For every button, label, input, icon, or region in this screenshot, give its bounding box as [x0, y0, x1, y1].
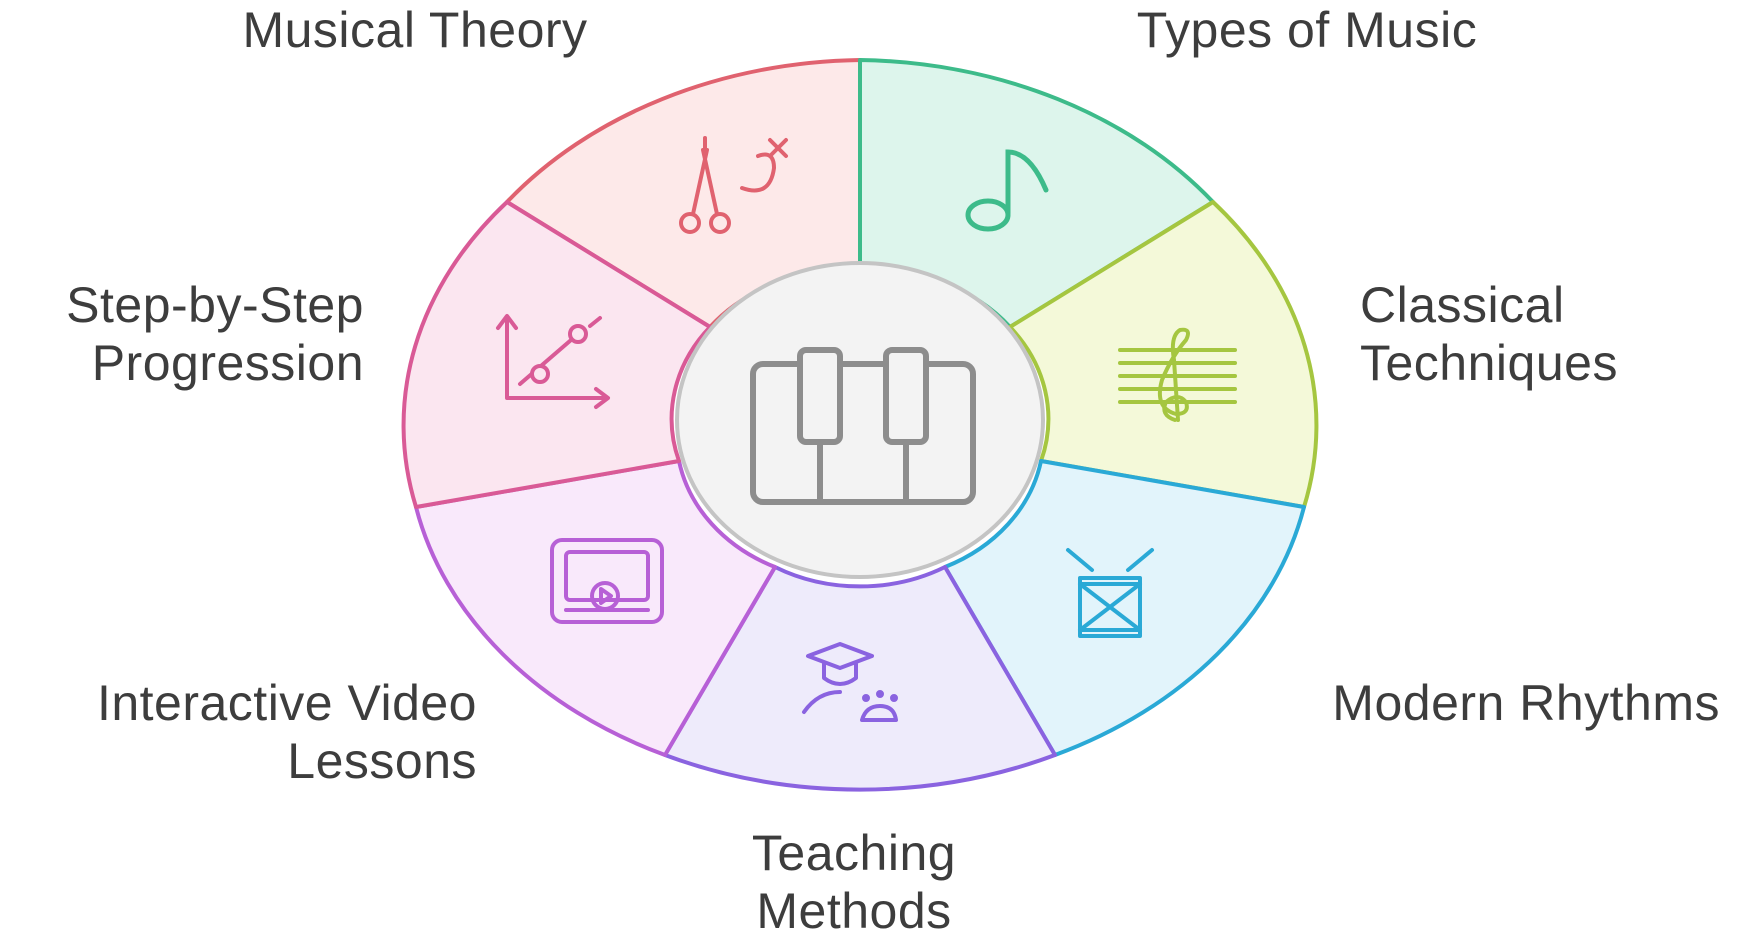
piano-keys-icon — [750, 347, 976, 505]
drum-icon — [1066, 548, 1154, 638]
label-line: Modern Rhythms — [1332, 675, 1720, 731]
label-line: Step-by-Step — [66, 277, 364, 333]
label-line: Interactive Video — [97, 675, 477, 731]
teacher-graduate-icon — [802, 642, 898, 722]
label-line: Teaching — [752, 825, 956, 881]
segment-teaching-methods — [663, 565, 1057, 792]
segment-classical-techniques — [1008, 200, 1319, 509]
label-types-of-music: Types of Music — [1137, 2, 1477, 58]
center-hub — [675, 261, 1045, 579]
music-note-icon — [965, 149, 1049, 232]
scissors-notation-icon — [679, 136, 788, 234]
progress-graph-icon — [496, 314, 610, 409]
label-line: Methods — [756, 883, 951, 935]
treble-clef-staff-icon — [1118, 327, 1237, 422]
label-line: Lessons — [287, 733, 477, 789]
segment-modern-rhythms — [943, 459, 1306, 757]
label-line: Classical — [1360, 277, 1565, 333]
label-musical-theory: Musical Theory — [242, 2, 587, 58]
label-line: Types of Music — [1137, 2, 1477, 58]
label-line: Musical Theory — [242, 2, 587, 58]
label-line: Techniques — [1360, 335, 1618, 391]
video-player-icon — [550, 538, 664, 624]
label-line: Progression — [92, 335, 364, 391]
label-modern-rhythms: Modern Rhythms — [1332, 675, 1720, 731]
